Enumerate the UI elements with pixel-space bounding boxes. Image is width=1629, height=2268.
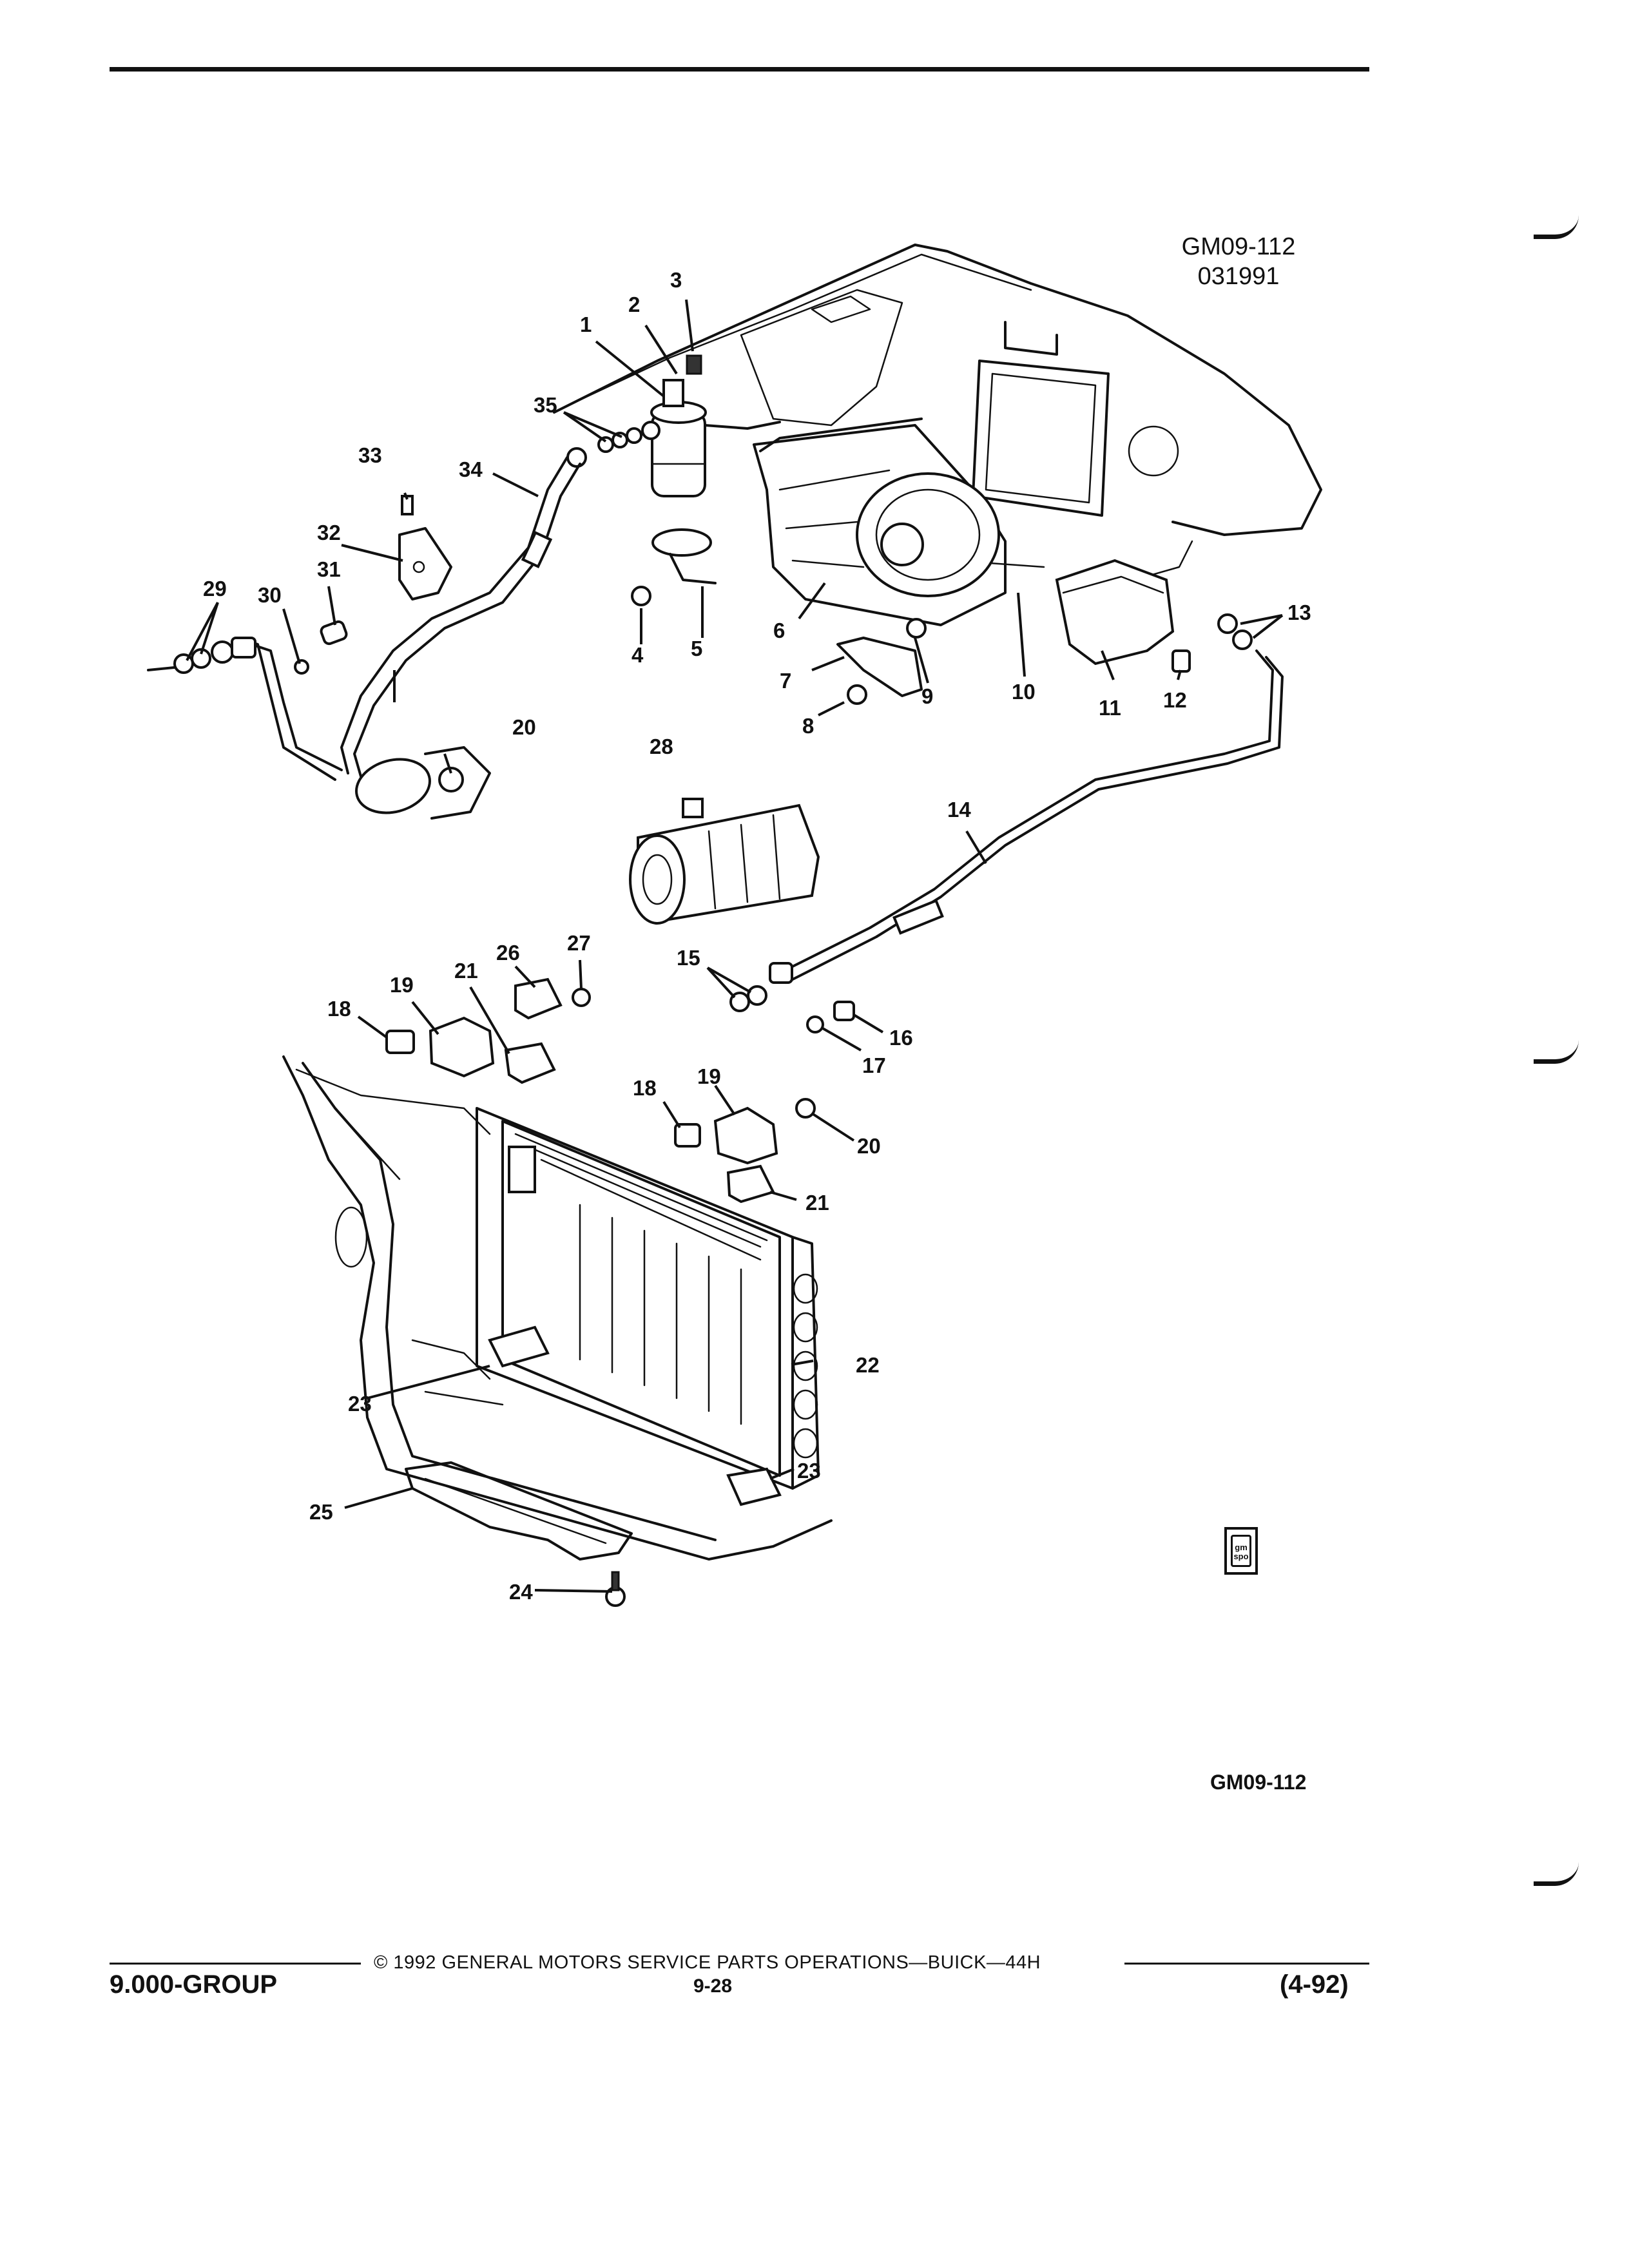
- cover-11: [1055, 559, 1191, 673]
- callout-32: 32: [317, 521, 341, 544]
- callout-25: 25: [309, 1500, 333, 1524]
- suction-hose-34: [340, 456, 581, 778]
- callout-17: 17: [862, 1053, 886, 1077]
- fittings-13: [1217, 613, 1253, 650]
- callout-24: 24: [509, 1580, 533, 1604]
- callout-21-second: 21: [805, 1191, 829, 1215]
- callout-26: 26: [496, 941, 520, 965]
- callout-14: 14: [947, 798, 971, 822]
- callout-6: 6: [773, 619, 785, 642]
- discharge-hose-assembly: [237, 637, 491, 820]
- bracket-32-clip-33: [398, 495, 452, 601]
- callout-18-second: 18: [633, 1076, 657, 1100]
- footer-group: 9.000-GROUP: [110, 1970, 278, 1999]
- leader-lines: [186, 299, 1284, 1593]
- figure-id-label: GM09-112: [1181, 233, 1296, 260]
- callout-5: 5: [691, 637, 702, 660]
- margin-mark-2: [1534, 1040, 1579, 1064]
- callout-7: 7: [780, 669, 791, 693]
- condenser-mounts-left: [385, 977, 591, 1084]
- liquid-line-14: [769, 649, 1284, 984]
- callout-19-second: 19: [697, 1064, 721, 1088]
- callout-3: 3: [670, 268, 682, 292]
- o-ring-set-35: [566, 421, 660, 468]
- callout-15: 15: [677, 946, 700, 970]
- bracket-7: [836, 637, 923, 697]
- callout-labels: 1 2 3 4 5 6 7 8 9 10 11 12 13 14 15 16 1…: [203, 268, 1311, 1604]
- bolt-24: [605, 1571, 626, 1607]
- footer-copyright: © 1992 GENERAL MOTORS SERVICE PARTS OPER…: [374, 1952, 1041, 1973]
- callout-31: 31: [317, 557, 341, 581]
- callout-21: 21: [454, 959, 478, 983]
- fittings-15-16-17: [729, 985, 855, 1033]
- footer-page-number: 9-28: [693, 1975, 733, 1997]
- header-rule: [110, 67, 1369, 72]
- compressor-28: [629, 798, 820, 925]
- callout-2: 2: [628, 293, 640, 316]
- callout-4: 4: [631, 643, 644, 667]
- footer-revision-date: (4-92): [1280, 1970, 1349, 1999]
- footer-rule-right: [1124, 1963, 1369, 1965]
- margin-mark-3: [1534, 1862, 1579, 1886]
- air-deflector-25: [405, 1461, 633, 1561]
- fitting-stack-left: [147, 620, 348, 675]
- callout-16: 16: [889, 1026, 913, 1050]
- callout-34: 34: [459, 457, 483, 481]
- lower-brackets-23: [488, 1325, 782, 1506]
- callout-28: 28: [650, 735, 673, 758]
- callout-22: 22: [856, 1353, 880, 1377]
- margin-mark-1: [1534, 215, 1579, 239]
- fasteners-upper: [631, 586, 927, 705]
- radiator-support: [282, 1055, 833, 1561]
- accumulator: [650, 354, 781, 584]
- condenser-mounts-right: [674, 1098, 816, 1204]
- callout-27: 27: [567, 931, 591, 955]
- callout-13: 13: [1287, 601, 1311, 624]
- condenser-22: [476, 1107, 820, 1490]
- callout-20-second: 20: [857, 1134, 881, 1158]
- callout-35: 35: [534, 393, 557, 417]
- callout-9: 9: [921, 684, 933, 708]
- blower-module: [753, 418, 1007, 626]
- callout-10: 10: [1012, 680, 1036, 704]
- callout-20: 20: [512, 715, 536, 739]
- callout-29: 29: [203, 577, 227, 601]
- figure-id-bottom: GM09-112: [1210, 1771, 1307, 1794]
- callout-23: 23: [348, 1392, 372, 1416]
- callout-30: 30: [258, 583, 282, 607]
- figure-date-code: 031991: [1197, 263, 1280, 290]
- callout-33: 33: [358, 443, 382, 467]
- gm-spo-logo: gm spo: [1224, 1527, 1258, 1575]
- callout-23-second: 23: [797, 1459, 821, 1483]
- callout-1: 1: [580, 312, 592, 336]
- callout-8: 8: [802, 714, 814, 738]
- callout-11: 11: [1099, 696, 1121, 720]
- gm-spo-logo-text: gm spo: [1231, 1535, 1251, 1567]
- firewall-outline: [553, 244, 1322, 581]
- callout-18: 18: [327, 997, 351, 1021]
- footer-rule-left: [110, 1963, 361, 1965]
- figure-id-top: GM09-112 031991: [1168, 232, 1309, 291]
- callout-19: 19: [390, 973, 414, 997]
- callout-12: 12: [1163, 688, 1187, 712]
